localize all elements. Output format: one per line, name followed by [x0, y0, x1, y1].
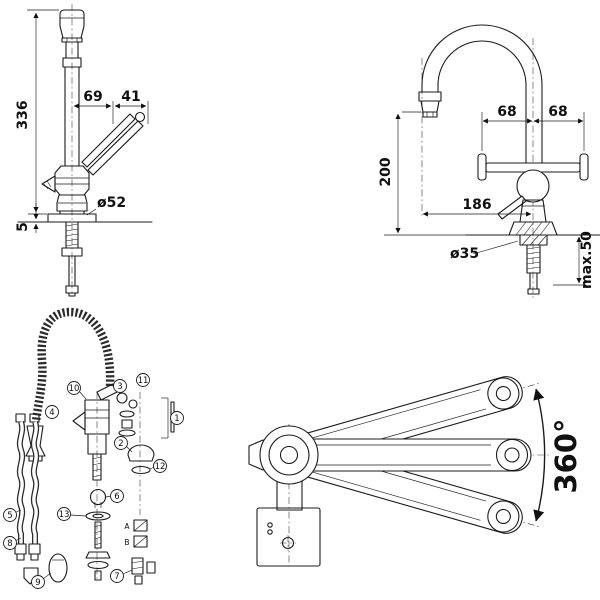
dim-handle-left-68: 68 [497, 104, 516, 120]
side-view-1: 336 69 41 ø52 5 [15, 4, 153, 297]
part-number-label: 11 [138, 376, 149, 386]
part-number-1: 1 [170, 411, 184, 425]
swivel-angle-360: 360° [549, 418, 583, 493]
dim-reach-69: 69 [83, 89, 102, 105]
part-number-9: 9 [31, 572, 52, 589]
exploded-view: A B 1 2 3 4 [3, 307, 184, 589]
part-number-label: 8 [7, 539, 12, 549]
exploded-parts-drawing: A B [14, 307, 175, 585]
part-callouts: 1 2 3 4 5 6 [3, 373, 184, 589]
part-number-label: 9 [35, 578, 40, 588]
part-number-label: 3 [117, 382, 122, 392]
faucet-outline-1 [17, 4, 153, 297]
faucet-outline-2 [418, 24, 600, 298]
part-number-5: 5 [3, 508, 22, 522]
part-number-label: 6 [114, 492, 119, 502]
dim-height-336: 336 [15, 100, 31, 129]
part-number-7: 7 [110, 569, 133, 583]
part-number-label: 2 [118, 439, 123, 449]
spout-position-middle [288, 438, 551, 472]
dim-handle-right-68: 68 [548, 104, 567, 120]
pull-out-hose [31, 307, 115, 423]
part-number-3: 3 [113, 379, 127, 393]
part-number-4: 4 [45, 405, 59, 419]
part-number-11: 11 [136, 373, 150, 387]
dim-plate-5: 5 [15, 222, 31, 232]
check-valve-label-a: A [124, 522, 130, 531]
part-number-label: 4 [49, 408, 54, 418]
top-view-swivel: 360° [248, 376, 583, 567]
dim-hole-diameter-35: ø35 [450, 246, 479, 262]
part-number-label: 13 [59, 510, 70, 520]
part-number-10: 10 [67, 381, 87, 400]
part-number-6: 6 [105, 489, 124, 503]
part-number-label: 7 [114, 572, 119, 582]
side-view-2: 68 68 200 186 ø35 max.50 [378, 24, 600, 298]
dim-handle-41: 41 [121, 89, 140, 105]
dimensions-side-view-1: 336 69 41 ø52 5 [15, 9, 149, 233]
swivel-annotation: 360° [533, 388, 583, 522]
check-valve-label-b: B [124, 538, 129, 547]
part-number-8: 8 [3, 536, 22, 550]
dim-counter-max-50: max.50 [579, 231, 595, 289]
part-number-2: 2 [114, 436, 133, 453]
part-number-label: 1 [174, 414, 179, 424]
dim-base-diameter-52: ø52 [97, 195, 126, 211]
part-number-label: 10 [69, 384, 80, 394]
dimensions-side-view-2: 68 68 200 186 ø35 max.50 [378, 104, 595, 289]
part-number-label: 12 [155, 462, 166, 472]
dim-reach-186: 186 [462, 197, 491, 213]
part-number-label: 5 [7, 511, 12, 521]
part-number-12: 12 [149, 459, 167, 473]
top-view-drawing [248, 376, 551, 567]
part-number-13: 13 [57, 507, 87, 521]
dim-outlet-height-200: 200 [378, 157, 394, 186]
